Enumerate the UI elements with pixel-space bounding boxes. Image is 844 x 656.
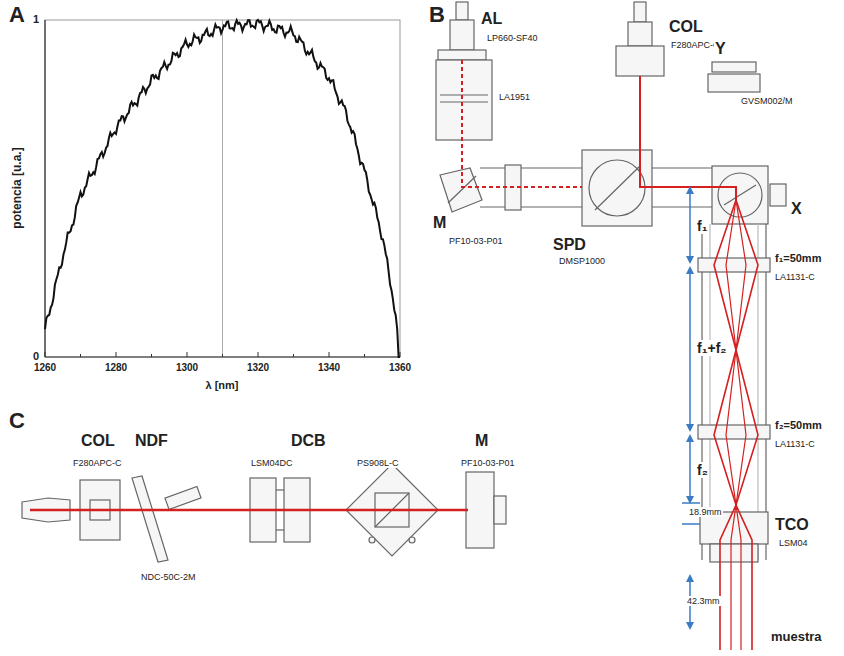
part-label: F280APC-C [670, 40, 721, 50]
part-label: TCO [774, 516, 810, 534]
part-label: f₁ [696, 218, 708, 234]
panel-letter: M [474, 432, 489, 450]
part-label: f₁=50mm [774, 252, 822, 265]
part-label: NDC-50C-2M [140, 572, 197, 582]
part-label: PS908L-C [356, 458, 400, 468]
part-label: f₂=50mm [774, 419, 823, 432]
part-label: f₁+f₂ [696, 340, 728, 356]
panel-letter: Y [714, 40, 727, 58]
part-label: COL [668, 18, 704, 36]
part-label: LSM04 [778, 538, 809, 548]
part-label: DCB [290, 432, 327, 450]
part-label: PF10-03-P01 [460, 458, 516, 468]
part-label: NDF [134, 432, 169, 450]
part-label: AL [480, 10, 503, 28]
part-label: F280APC-C [72, 458, 123, 468]
part-label: LP660-SF40 [486, 33, 539, 43]
part-label: 18.9mm [688, 507, 723, 517]
scanner-optics [436, 2, 786, 562]
part-label: muestra [770, 630, 823, 645]
axis-tick: 1 [32, 13, 40, 26]
axis-tick: 1280 [104, 362, 128, 374]
panel-letter: X [790, 200, 803, 218]
part-label: GVSM002/M [740, 96, 794, 106]
part-label: f₂ [696, 462, 709, 478]
part-label: LSM04DC [250, 458, 294, 468]
part-label: SPD [552, 236, 587, 254]
part-label: LA1131-C [774, 439, 816, 449]
beam-line [30, 509, 468, 512]
part-label: PF10-03-P01 [448, 236, 504, 246]
axis-tick: 1300 [175, 362, 199, 374]
part-label: 42.3mm [686, 596, 721, 606]
spectrum-chart [45, 20, 400, 357]
axis-tick: 1320 [246, 362, 270, 374]
panel-letter: A [8, 2, 26, 27]
part-label: COL [80, 432, 116, 450]
part-label: LA1951 [498, 92, 531, 102]
panel-letter: M [432, 214, 447, 232]
panel-letter: B [428, 2, 446, 27]
dimension-arrows [682, 190, 700, 626]
axis-tick: 1360 [388, 362, 412, 374]
axis-tick: 0 [32, 350, 40, 363]
beam-path [462, 60, 758, 650]
attenuation-path [22, 464, 506, 562]
axis-title: potencia [u.a.] [11, 146, 25, 229]
part-label: DMSP1000 [558, 256, 606, 266]
axis-title: λ [nm] [205, 379, 240, 392]
panel-letter: C [8, 408, 26, 433]
part-label: LA1131-C [774, 272, 816, 282]
axis-tick: 1260 [33, 362, 57, 374]
axis-tick: 1340 [317, 362, 341, 374]
